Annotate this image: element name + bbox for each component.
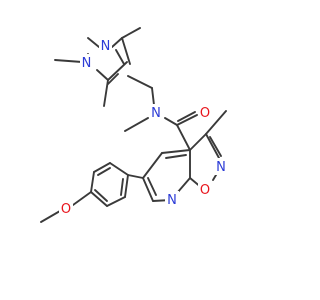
bond <box>94 189 108 202</box>
atom-label-n-isoxazole: N <box>214 158 228 175</box>
bond <box>87 37 100 48</box>
atom-label-o-isoxazole: O <box>198 181 212 198</box>
bond <box>111 37 123 48</box>
bond <box>124 117 149 132</box>
bond <box>90 191 108 207</box>
bond <box>147 177 157 196</box>
atom-label-o-methoxy: O <box>59 200 73 217</box>
bond <box>109 162 129 176</box>
atom-symbol: N <box>101 39 111 54</box>
atom-label-o-carbonyl: O <box>198 104 212 121</box>
molecule-diagram: N N N O N N O O <box>40 27 228 223</box>
bond <box>177 111 196 122</box>
bond <box>97 167 111 176</box>
bond <box>189 133 207 151</box>
bond <box>106 196 126 207</box>
bond <box>54 59 83 63</box>
bond <box>115 49 125 65</box>
bond <box>90 171 95 193</box>
bonds <box>40 27 227 223</box>
atom-symbol: N <box>167 193 177 208</box>
bond <box>127 75 153 89</box>
bond <box>124 174 129 198</box>
bond <box>72 191 92 206</box>
bond <box>151 87 155 106</box>
bond <box>121 37 131 65</box>
bond <box>165 154 187 159</box>
atom-label-n-pyridine: N <box>165 191 179 208</box>
bond <box>176 114 198 126</box>
bond <box>205 133 220 159</box>
bond <box>164 117 178 126</box>
atom-label-n-pyrazole-1: N <box>99 37 112 54</box>
bond <box>142 177 154 202</box>
atom-symbol: O <box>61 202 71 217</box>
atom-label-n-pyrazole-2: N <box>80 54 93 71</box>
atom-symbol: N <box>216 160 226 175</box>
bond <box>176 124 191 151</box>
atom-symbol: N <box>151 106 161 121</box>
bond <box>142 152 163 179</box>
bond <box>93 162 111 173</box>
structure-drawing: N N N O N N O O <box>40 27 228 223</box>
bond <box>103 79 109 107</box>
atom-labels: N N N O N N O O <box>59 37 228 217</box>
atom-symbol: O <box>200 106 210 121</box>
bond <box>161 149 191 154</box>
bond <box>107 73 119 85</box>
bond <box>127 174 144 179</box>
atom-label-n-amide: N <box>149 104 163 121</box>
atom-symbol: O <box>200 183 210 198</box>
bond <box>96 69 109 81</box>
bond <box>40 210 61 223</box>
bond <box>205 110 227 135</box>
bond <box>107 61 128 81</box>
bond <box>209 136 222 157</box>
bond <box>121 27 141 39</box>
bond <box>120 178 124 196</box>
atom-symbol: N <box>82 56 92 71</box>
